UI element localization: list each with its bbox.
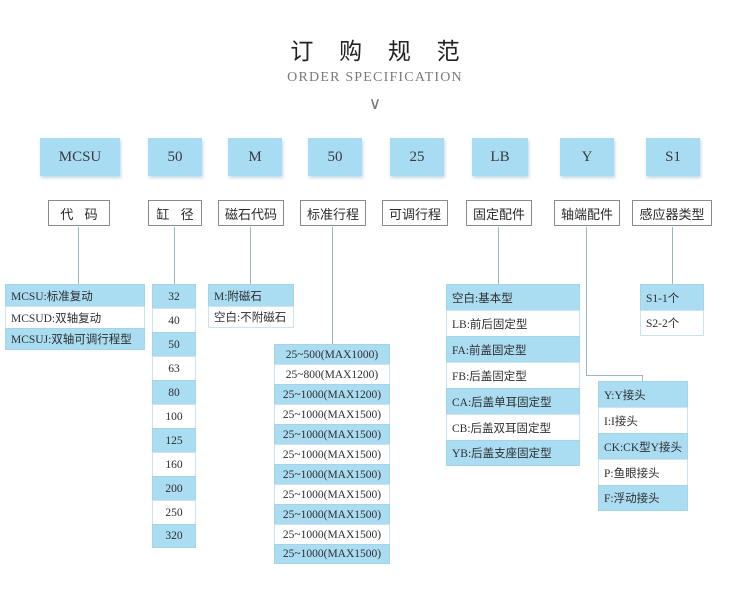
connector-rod-end-upper <box>586 227 587 375</box>
mounting-option-row: LB:前后固定型 <box>446 310 580 336</box>
rod-end-option-row: I:I接头 <box>598 407 688 433</box>
magnet-option-row: 空白:不附磁石 <box>208 306 294 328</box>
mounting-option-row: CA:后盖单耳固定型 <box>446 388 580 414</box>
bore-option-row: 40 <box>152 308 196 332</box>
bore-option-row: 100 <box>152 404 196 428</box>
connector-magnet <box>250 227 251 284</box>
code-chip-bore[interactable]: 50 <box>148 138 202 176</box>
code-chip-rod-end[interactable]: Y <box>560 138 614 176</box>
rod-end-option-row: F:浮动接头 <box>598 485 688 511</box>
rod-end-option-row: Y:Y接头 <box>598 381 688 407</box>
connector-sensor <box>672 227 673 284</box>
stroke-option-row: 25~1000(MAX1500) <box>274 484 390 504</box>
code-chip-sensor[interactable]: S1 <box>646 138 700 176</box>
mounting-option-row: 空白:基本型 <box>446 284 580 310</box>
field-label-rod-end: 轴端配件 <box>554 200 620 226</box>
stroke-option-row: 25~1000(MAX1500) <box>274 544 390 564</box>
bore-option-row: 50 <box>152 332 196 356</box>
connector-code <box>78 227 79 284</box>
field-label-adjustable: 可调行程 <box>382 200 448 226</box>
connector-rod-end-elbow <box>586 375 642 376</box>
mounting-option-row: FA:前盖固定型 <box>446 336 580 362</box>
stroke-option-row: 25~500(MAX1000) <box>274 344 390 364</box>
code-chip-code[interactable]: MCSU <box>40 138 120 176</box>
code-chip-mounting[interactable]: LB <box>472 138 528 176</box>
bore-option-row: 250 <box>152 500 196 524</box>
rod-end-option-row: CK:CK型Y接头 <box>598 433 688 459</box>
stroke-option-row: 25~1000(MAX1500) <box>274 424 390 444</box>
mounting-option-row: YB:后盖支座固定型 <box>446 440 580 466</box>
bore-option-row: 80 <box>152 380 196 404</box>
code-option-row: MCSU:标准复动 <box>5 284 145 306</box>
magnet-option-row: M:附磁石 <box>208 284 294 306</box>
mounting-option-row: CB:后盖双耳固定型 <box>446 414 580 440</box>
code-chip-adjustable[interactable]: 25 <box>390 138 444 176</box>
sensor-option-row: S1-1个 <box>640 284 704 310</box>
connector-bore <box>174 227 175 284</box>
code-chip-magnet[interactable]: M <box>228 138 282 176</box>
field-label-sensor: 感应器类型 <box>632 200 712 226</box>
stroke-option-row: 25~1000(MAX1500) <box>274 404 390 424</box>
page-subtitle: ORDER SPECIFICATION <box>287 70 463 85</box>
code-option-row: MCSUD:双轴复动 <box>5 306 145 328</box>
stroke-option-row: 25~1000(MAX1200) <box>274 384 390 404</box>
bore-option-row: 32 <box>152 284 196 308</box>
detail-column-stroke: 25~500(MAX1000)25~800(MAX1200)25~1000(MA… <box>274 344 390 564</box>
connector-mounting <box>498 227 499 284</box>
code-option-row: MCSUJ:双轴可调行程型 <box>5 328 145 350</box>
sensor-option-row: S2-2个 <box>640 310 704 336</box>
code-chip-stroke[interactable]: 50 <box>308 138 362 176</box>
mounting-option-row: FB:后盖固定型 <box>446 362 580 388</box>
bore-option-row: 200 <box>152 476 196 500</box>
stroke-option-row: 25~1000(MAX1500) <box>274 504 390 524</box>
stroke-option-row: 25~800(MAX1200) <box>274 364 390 384</box>
page-title: 订 购 规 范 <box>290 39 470 64</box>
field-label-stroke: 标准行程 <box>300 200 366 226</box>
detail-column-magnet: M:附磁石空白:不附磁石 <box>208 284 294 328</box>
stroke-option-row: 25~1000(MAX1500) <box>274 524 390 544</box>
bore-option-row: 320 <box>152 524 196 548</box>
stroke-option-row: 25~1000(MAX1500) <box>274 444 390 464</box>
field-label-magnet: 磁石代码 <box>218 200 284 226</box>
rod-end-option-row: P:鱼眼接头 <box>598 459 688 485</box>
field-label-bore: 缸 径 <box>148 200 202 226</box>
connector-rod-end-lower <box>642 375 643 381</box>
bore-option-row: 63 <box>152 356 196 380</box>
bore-option-row: 160 <box>152 452 196 476</box>
stroke-option-row: 25~1000(MAX1500) <box>274 464 390 484</box>
chevron-down-icon: ∨ <box>368 94 382 113</box>
connector-stroke <box>332 227 333 344</box>
field-label-mounting: 固定配件 <box>466 200 532 226</box>
field-label-code: 代 码 <box>48 200 110 226</box>
bore-option-row: 125 <box>152 428 196 452</box>
